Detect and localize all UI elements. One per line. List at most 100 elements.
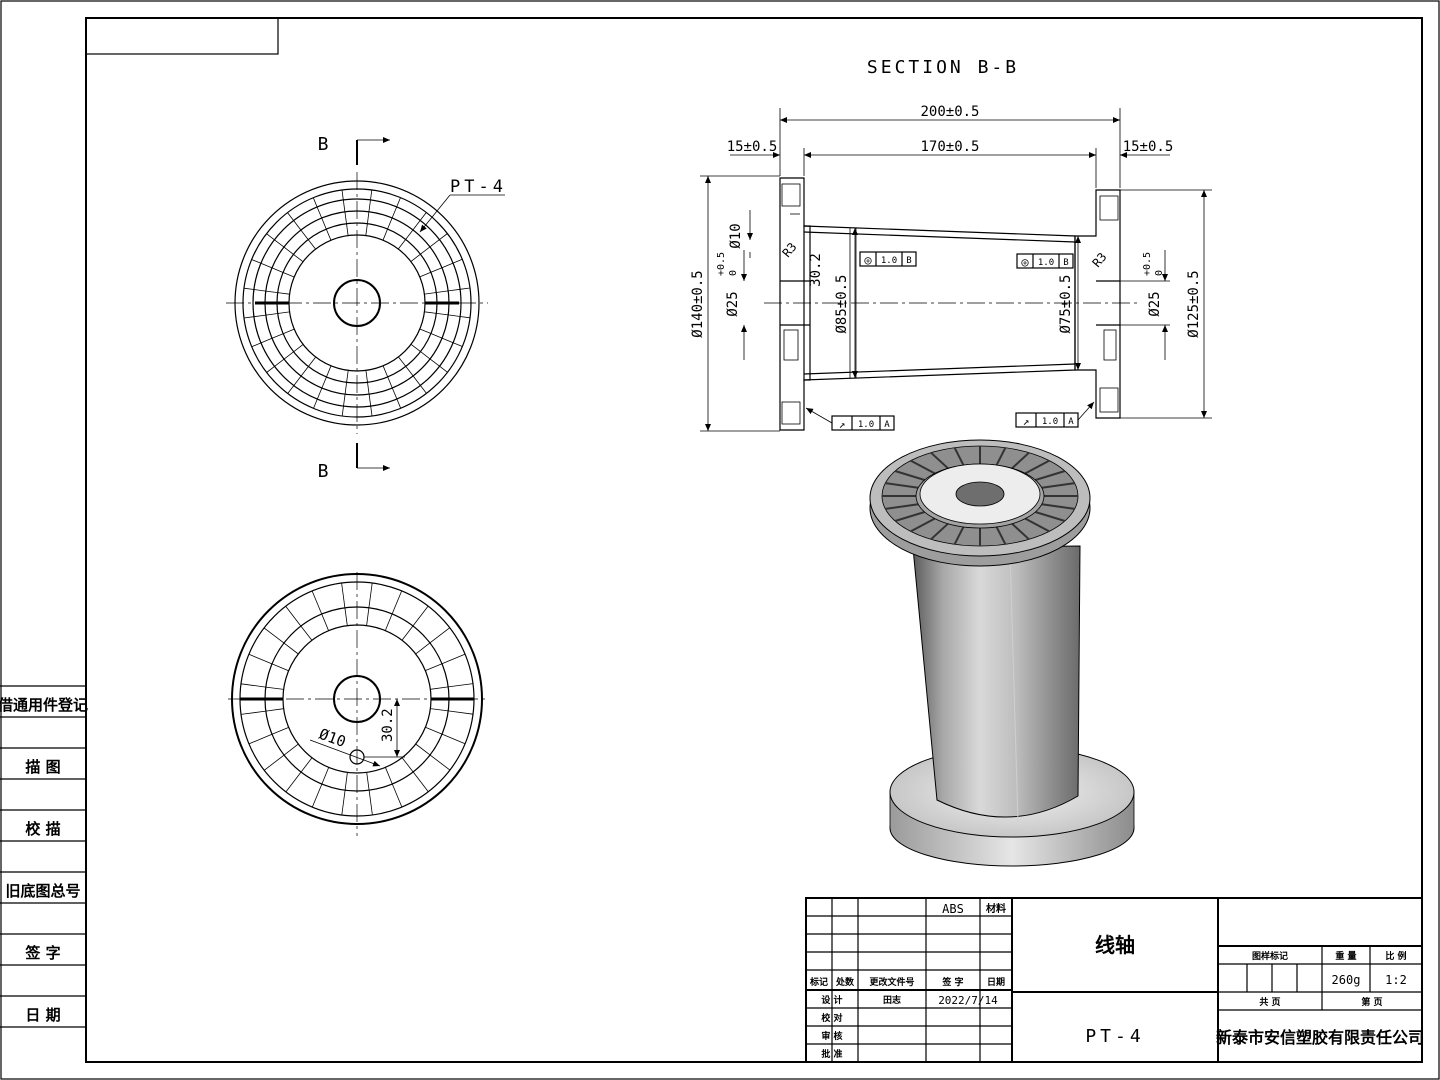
front-view-bottom: Ø10 30.2 xyxy=(228,572,486,836)
rib-line xyxy=(311,590,323,615)
rib-line xyxy=(367,382,370,395)
rib-line xyxy=(401,625,414,641)
rib-line xyxy=(429,358,440,367)
rib-line xyxy=(293,254,304,263)
rib-line xyxy=(344,607,348,626)
rib-line xyxy=(243,287,254,290)
rib-line xyxy=(1011,451,1030,470)
scale-label: 比 例 xyxy=(1385,950,1406,962)
rib-line xyxy=(894,470,925,481)
rib-line xyxy=(271,727,289,735)
rib-line xyxy=(405,229,414,240)
rib-line xyxy=(424,311,437,314)
material-value: ABS xyxy=(942,902,964,916)
svg-text:◎: ◎ xyxy=(864,253,871,267)
rib-line xyxy=(300,757,313,773)
svg-text:◎: ◎ xyxy=(1021,255,1028,269)
rib-line xyxy=(460,287,471,290)
rib-line xyxy=(385,767,393,785)
rib-line xyxy=(260,262,273,269)
rib-line xyxy=(368,394,372,407)
rib-line xyxy=(370,189,373,200)
rib-line xyxy=(384,613,393,631)
rev-header-mark: 标记 xyxy=(809,976,828,988)
rib-line xyxy=(420,351,431,360)
rib-line xyxy=(321,767,330,785)
rib-line xyxy=(424,292,437,295)
rib-line xyxy=(405,366,414,377)
rib-line xyxy=(283,642,299,655)
rib-line xyxy=(910,459,936,475)
rib-line xyxy=(326,365,332,378)
rib-line xyxy=(287,212,294,221)
rib-line xyxy=(341,189,344,200)
dim-bore-left: Ø25 xyxy=(725,291,741,316)
rib-line xyxy=(366,607,370,626)
gdt-conc-right: ◎ 1.0 B xyxy=(1016,253,1074,269)
dim-radius-right: R3 xyxy=(1090,250,1110,270)
rib-line xyxy=(452,258,463,264)
rib-line xyxy=(452,342,463,347)
rib-line xyxy=(1035,470,1066,481)
dim-flange-left: 15±0.5 xyxy=(727,139,778,155)
dim-bore-right: Ø25 xyxy=(1147,291,1163,316)
rib-line xyxy=(885,482,919,489)
rib-line xyxy=(316,206,323,219)
rib-line xyxy=(894,511,925,522)
rev-header-sign: 签 字 xyxy=(941,976,963,988)
rib-line xyxy=(412,220,421,231)
rib-line xyxy=(321,217,327,230)
rev-header-doc: 更改文件号 xyxy=(869,976,914,988)
bore-left-tol-lower: 0 xyxy=(728,270,739,276)
rib-line xyxy=(439,365,448,373)
rib-line xyxy=(365,223,368,236)
rib-line xyxy=(1041,503,1075,510)
rib-line xyxy=(441,733,466,745)
rib-line xyxy=(366,772,370,791)
section-view: SECTION B-B 200±0.5 170±0.5 15± xyxy=(690,57,1212,432)
rib-line xyxy=(995,447,1007,466)
rib-line xyxy=(382,365,389,378)
rib-line xyxy=(293,344,304,353)
rib-line xyxy=(274,358,285,367)
rib-line xyxy=(1041,482,1075,489)
rib-line xyxy=(419,271,432,278)
side-label-check-trace: 校 描 xyxy=(25,820,60,838)
rib-line xyxy=(293,220,302,231)
rib-line xyxy=(368,582,373,608)
stage-label: 图样标记 xyxy=(1252,950,1288,962)
rib-line xyxy=(429,627,451,644)
side-label-register: 借通用件登记 xyxy=(0,696,88,714)
side-label-old-number: 旧底图总号 xyxy=(5,882,80,900)
rib-line xyxy=(429,239,440,248)
rib-line xyxy=(341,790,346,816)
svg-text:1.0: 1.0 xyxy=(1042,417,1058,427)
bore-right-tol-lower: 0 xyxy=(1154,270,1165,276)
dim-dia-85: Ø85±0.5 xyxy=(834,274,850,333)
role-review: 审 核 xyxy=(821,1030,842,1042)
rib-line xyxy=(370,406,373,417)
rib-line xyxy=(325,228,332,241)
rib-line xyxy=(265,686,284,690)
rib-line xyxy=(430,267,443,273)
rib-line xyxy=(248,653,273,665)
rib-line xyxy=(1011,522,1030,541)
rib-line xyxy=(910,517,936,533)
rib-line xyxy=(243,316,254,319)
rib-line xyxy=(412,605,429,627)
gdt-runout-right: ↗ 1.0 A xyxy=(1015,401,1095,428)
rib-line xyxy=(265,290,278,293)
rib-line xyxy=(391,206,398,219)
rib-line xyxy=(253,289,266,292)
rib-line xyxy=(412,771,429,793)
rib-line xyxy=(885,503,919,510)
rib-line xyxy=(346,223,349,236)
title-block: ABS 材料 标记 处数 更改文件号 签 字 日期 设 计 田志 2022/7/… xyxy=(805,897,1424,1063)
rib-line xyxy=(344,772,348,791)
rib-line xyxy=(253,314,266,318)
rib-line xyxy=(396,197,401,208)
svg-text:1.0: 1.0 xyxy=(858,420,874,430)
rib-line xyxy=(316,387,323,400)
rib-line xyxy=(311,783,323,808)
